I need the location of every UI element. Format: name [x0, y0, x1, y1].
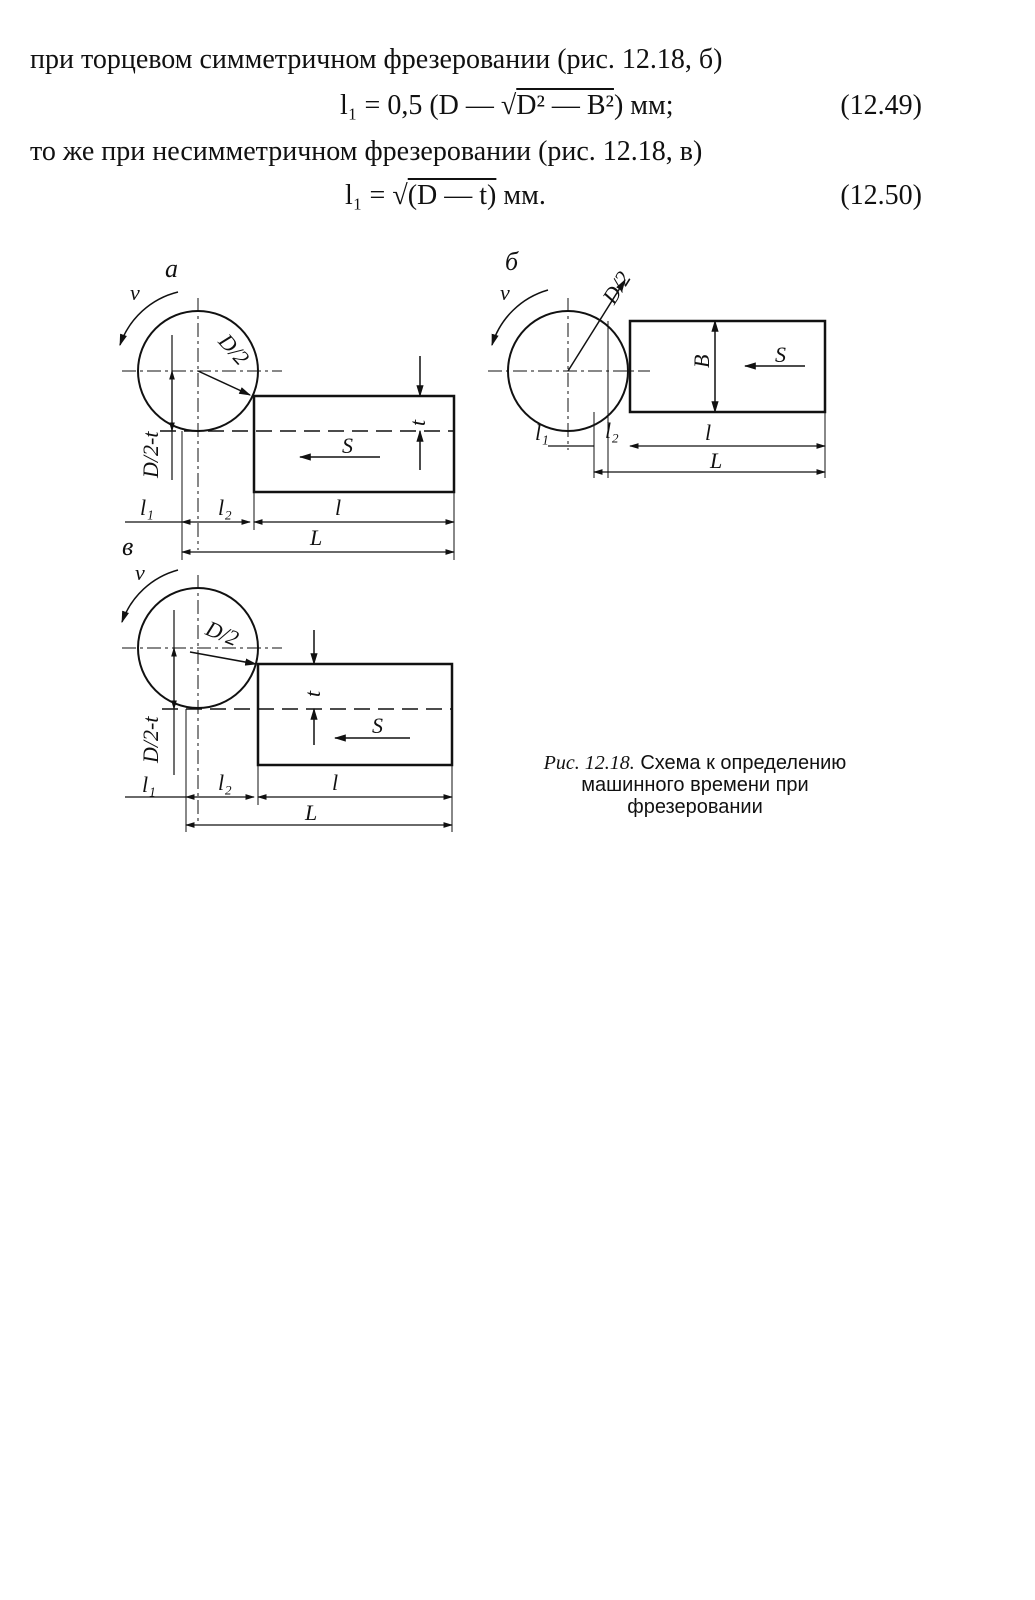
figure-caption: Рис. 12.18. Схема к определению машинног… [530, 752, 860, 818]
speed-label: v [135, 560, 145, 585]
d2t-label: D/2-t [138, 716, 163, 764]
t-label: t [405, 419, 430, 426]
formula-12-49: l₁ = 0,5 (D — √D² — B²) мм; [340, 90, 674, 122]
formula-12-50-lhs: l₁ = [345, 180, 393, 211]
radius-label: D/2 [213, 328, 254, 370]
l2-label: l₂ [605, 418, 619, 443]
radius-arrow [197, 370, 252, 396]
l-label: l [335, 495, 341, 520]
milling-diagram: а v D/2 t S D/2-t l₁ l₂ l L б v [119, 247, 827, 832]
panel-b: б v D/2 B S l₁ l₂ l L [488, 247, 827, 478]
radius-arrow [189, 651, 258, 666]
panel-a: а v D/2 t S D/2-t l₁ l₂ l L [119, 254, 456, 560]
equation-number-12-49: (12.49) [840, 90, 922, 121]
formula-12-50-radicand: (D — t) [407, 180, 497, 211]
caption-text: Схема к определению машинного времени пр… [581, 752, 847, 818]
sqrt-sign: √ [392, 180, 408, 211]
panel-c-label: в [122, 532, 133, 561]
l1-label: l₁ [142, 772, 156, 797]
formula-12-49-lhs: l₁ = 0,5 (D — [340, 90, 501, 121]
l1-label: l₁ [140, 495, 154, 520]
d2t-label: D/2-t [138, 431, 163, 479]
radius-label: D/2 [597, 267, 636, 309]
formula-12-50: l₁ = √(D — t) мм. [345, 180, 546, 212]
l-label: l [705, 420, 711, 445]
formula-12-49-rhs: ) мм; [613, 90, 674, 121]
rotation-arrow [121, 569, 179, 624]
paragraph-line-1: при торцевом симметричном фрезеровании (… [30, 44, 723, 75]
feed-label: S [372, 713, 383, 738]
panel-c: в v D/2 t S D/2-t l₁ l₂ l L [121, 532, 454, 832]
L-label: L [304, 800, 317, 825]
l-label: l [332, 770, 338, 795]
panel-b-label: б [505, 247, 519, 276]
caption-lead: Рис. 12.18. [543, 752, 635, 774]
radius-label: D/2 [201, 615, 242, 651]
L-label: L [709, 448, 722, 473]
l1-label: l₁ [535, 420, 549, 445]
feed-label: S [775, 342, 786, 367]
rotation-arrow [491, 289, 549, 347]
rotation-arrow [119, 291, 179, 347]
L-label: L [309, 525, 322, 550]
workpiece-a [252, 394, 456, 494]
speed-label: v [500, 280, 510, 305]
l2-label: l₂ [218, 770, 232, 795]
paragraph-line-2: то же при несимметричном фрезеровании (р… [30, 136, 703, 167]
l2-label: l₂ [218, 495, 232, 520]
b-label: B [689, 355, 714, 368]
workpiece-b [628, 319, 827, 414]
panel-a-label: а [165, 254, 178, 283]
feed-label: S [342, 433, 353, 458]
sqrt-sign: √ [500, 90, 517, 121]
radius-arrow [567, 278, 626, 372]
t-label: t [300, 690, 325, 697]
speed-label: v [130, 280, 140, 305]
workpiece-c [256, 662, 454, 767]
equation-number-12-50: (12.50) [840, 180, 922, 211]
formula-12-50-rhs: мм. [496, 180, 546, 211]
formula-12-49-radicand: D² — B² [516, 90, 614, 121]
